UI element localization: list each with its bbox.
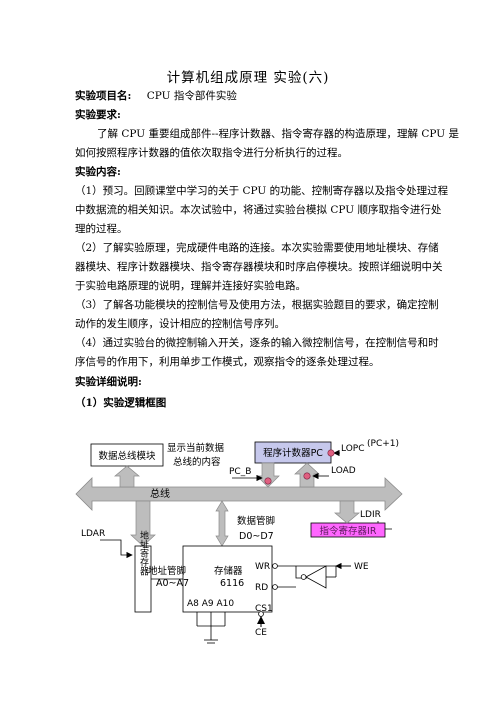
ce-label: CE bbox=[255, 628, 267, 638]
pc-plus-one-label: (PC+1) bbox=[367, 439, 399, 449]
databus-module-label: 数据总线模块 bbox=[98, 450, 156, 462]
ir-module bbox=[310, 522, 386, 538]
ldar-label: LDAR bbox=[81, 529, 105, 539]
databus-module bbox=[90, 443, 164, 467]
page-title: 计算机组成原理 实验(六) bbox=[166, 70, 330, 86]
project-row: 实验项目名: CPU 指令部件实验 bbox=[75, 89, 237, 104]
bus-to-address-register-connector bbox=[130, 500, 156, 547]
content-2-line-1: （2）了解实验原理，完成硬件电路的连接。本次实验需要使用地址模块、存储 bbox=[75, 242, 439, 254]
content-1-line-2: 中数据流的相关知识。本次试验中，将通过实验台模拟 CPU 顺序取指令进行处 bbox=[75, 204, 442, 216]
lopc-marker bbox=[327, 449, 335, 457]
we-label: WE bbox=[354, 562, 369, 572]
pc-module-label: 程序计数器PC bbox=[263, 447, 323, 459]
requirements-line-1: 了解 CPU 重要组成部件--程序计数器、指令寄存器的构造原理，理解 CPU 是 bbox=[97, 128, 459, 140]
memory-label-1: 存储器 bbox=[214, 565, 243, 577]
load-marker bbox=[303, 472, 311, 480]
project-label: 实验项目名: bbox=[75, 90, 132, 102]
content-1-line-1: （1）预习。回顾课堂中学习的关于 CPU 的功能、控制寄存器以及指令处理过程 bbox=[75, 185, 449, 197]
pc-module bbox=[254, 441, 332, 464]
address-register-label: 地址寄存器 bbox=[138, 529, 149, 575]
detail-label: 实验详细说明: bbox=[75, 376, 142, 388]
pc-b-marker bbox=[264, 477, 272, 485]
pc-b-label: PC_B bbox=[229, 467, 251, 477]
content-1-line-3: 理的过程。 bbox=[75, 223, 128, 235]
content-2-line-3: 于实验电路原理的说明，理解并连接好实验电路。 bbox=[75, 280, 306, 292]
lopc-label: LOPC bbox=[341, 444, 365, 454]
data-pins-label-2: D0~D7 bbox=[239, 531, 274, 542]
content-3-line-1: （3）了解各功能模块的控制信号及使用方法，根据实验题目的要求，确定控制 bbox=[75, 299, 439, 311]
address-pins-label-1: 地址管脚 bbox=[148, 565, 186, 577]
load-label: LOAD bbox=[331, 466, 356, 476]
databus-connector bbox=[114, 465, 140, 488]
rd-label: RD bbox=[255, 583, 268, 593]
address-register bbox=[134, 545, 152, 613]
requirements-label: 实验要求: bbox=[75, 109, 121, 121]
ldir-label: LDIR bbox=[360, 510, 381, 520]
show-content-line-2: 总线的内容 bbox=[173, 456, 221, 468]
ir-module-label: 指令寄存器IR bbox=[320, 525, 377, 537]
a-pins-label: A8 A9 A10 bbox=[187, 599, 234, 609]
memory-label-2: 6116 bbox=[220, 578, 244, 589]
inverter-symbol bbox=[305, 565, 327, 589]
memory-module bbox=[182, 545, 273, 613]
content-4-line-1: （4）通过实验台的微控制输入开关，逐条的输入微控制信号，在控制信号和时 bbox=[75, 337, 439, 349]
content-2-line-2: 器模块、程序计数器模块、指令寄存器模块和时序启停模块。按照详细说明中关 bbox=[75, 261, 443, 273]
wr-label: WR bbox=[255, 562, 270, 572]
data-pins-label-1: 数据管脚 bbox=[237, 515, 275, 527]
content-4-line-2: 序信号的作用下，利用单步工作模式，观察指令的逐条处理过程。 bbox=[75, 356, 380, 368]
show-content-line-1: 显示当前数据 bbox=[167, 442, 225, 454]
content-label: 实验内容: bbox=[75, 166, 121, 178]
cs1-label: CS1 bbox=[255, 604, 273, 614]
address-pins-label-2: A0~A7 bbox=[156, 578, 189, 589]
bus-arrow bbox=[75, 477, 403, 511]
requirements-line-2: 如何按照程序计数器的值依次取指令进行分析执行的过程。 bbox=[75, 147, 348, 159]
content-3-line-2: 动作的发生顺序，设计相应的控制信号序列。 bbox=[75, 318, 285, 330]
project-name: CPU 指令部件实验 bbox=[146, 90, 237, 102]
bus-to-pc-connector bbox=[294, 462, 320, 488]
bus-label: 总线 bbox=[150, 487, 170, 500]
diagram-caption: （1）实验逻辑框图 bbox=[75, 397, 167, 409]
pc-to-bus-connector bbox=[256, 462, 280, 488]
bus-to-ir-connector bbox=[334, 500, 360, 524]
data-pins-connector bbox=[215, 500, 229, 547]
